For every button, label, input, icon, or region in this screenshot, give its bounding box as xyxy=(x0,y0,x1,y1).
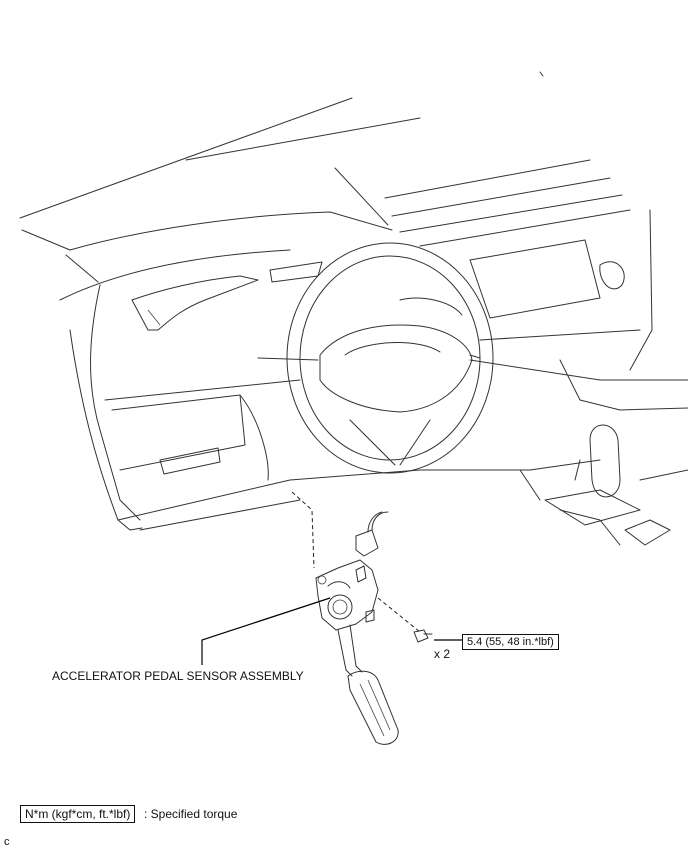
accelerator-pedal-sensor-assembly xyxy=(315,511,433,745)
part-name-label: ACCELERATOR PEDAL SENSOR ASSEMBLY xyxy=(52,669,304,683)
legend-description: : Specified torque xyxy=(144,807,238,821)
windshield-lines xyxy=(19,71,631,283)
legend-unit-box: N*m (kgf*cm, ft.*lbf) xyxy=(20,805,136,823)
dashboard-body xyxy=(59,209,688,546)
torque-value-box: 5.4 (55, 48 in.*lbf) xyxy=(462,634,559,650)
bolt-guide-dashed xyxy=(377,597,421,633)
bolt-quantity-label: x 2 xyxy=(434,647,451,661)
steering-wheel xyxy=(257,242,494,474)
part-leader-line xyxy=(201,597,331,665)
install-guide-dashed xyxy=(291,491,315,569)
corner-code: c xyxy=(4,836,10,848)
